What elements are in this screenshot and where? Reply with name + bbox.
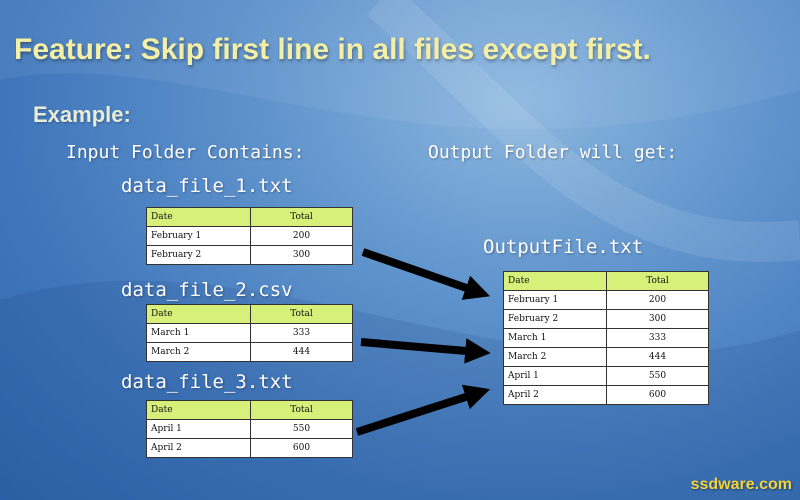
table-row: April 1 550: [146, 419, 353, 439]
date-cell: March 2: [146, 342, 251, 362]
total-cell: 550: [250, 419, 353, 439]
output-file-table: Date Total February 1 200 February 2 300…: [503, 271, 709, 405]
total-cell: 600: [250, 438, 353, 458]
arrow-icon: [361, 248, 491, 300]
input-folder-heading: Input Folder Contains:: [66, 142, 305, 163]
table-header-row: Date Total: [146, 304, 353, 324]
input-file-1-name: data_file_1.txt: [121, 175, 293, 197]
table-row: February 1 200: [146, 226, 353, 246]
watermark-text: ssdware.com: [690, 476, 792, 493]
output-file-name: OutputFile.txt: [483, 236, 644, 258]
output-folder-heading: Output Folder will get:: [428, 142, 678, 163]
header-cell-date: Date: [146, 304, 251, 324]
header-cell-date: Date: [146, 400, 251, 420]
input-file-3-table: Date Total April 1 550 April 2 600: [146, 400, 353, 458]
header-cell-total: Total: [250, 207, 353, 227]
input-file-3-name: data_file_3.txt: [121, 371, 293, 393]
header-cell-total: Total: [250, 400, 353, 420]
table-header-row: Date Total: [503, 271, 709, 291]
input-file-2-table: Date Total March 1 333 March 2 444: [146, 304, 353, 362]
arrow-icon: [360, 338, 491, 364]
table-row: April 2 600: [503, 385, 709, 405]
table-header-row: Date Total: [146, 400, 353, 420]
table-row: April 1 550: [503, 366, 709, 386]
input-file-2-name: data_file_2.csv: [121, 279, 293, 301]
table-row: February 2 300: [146, 245, 353, 265]
table-header-row: Date Total: [146, 207, 353, 227]
date-cell: April 2: [503, 385, 607, 405]
table-row: April 2 600: [146, 438, 353, 458]
slide-title: Feature: Skip first line in all files ex…: [14, 33, 651, 66]
header-cell-total: Total: [606, 271, 709, 291]
header-cell-total: Total: [250, 304, 353, 324]
total-cell: 600: [606, 385, 709, 405]
table-row: March 2 444: [146, 342, 353, 362]
example-label: Example:: [33, 102, 131, 127]
arrow-icon: [355, 384, 491, 436]
input-file-1-table: Date Total February 1 200 February 2 300: [146, 207, 353, 265]
total-cell: 444: [250, 342, 353, 362]
total-cell: 300: [250, 245, 353, 265]
